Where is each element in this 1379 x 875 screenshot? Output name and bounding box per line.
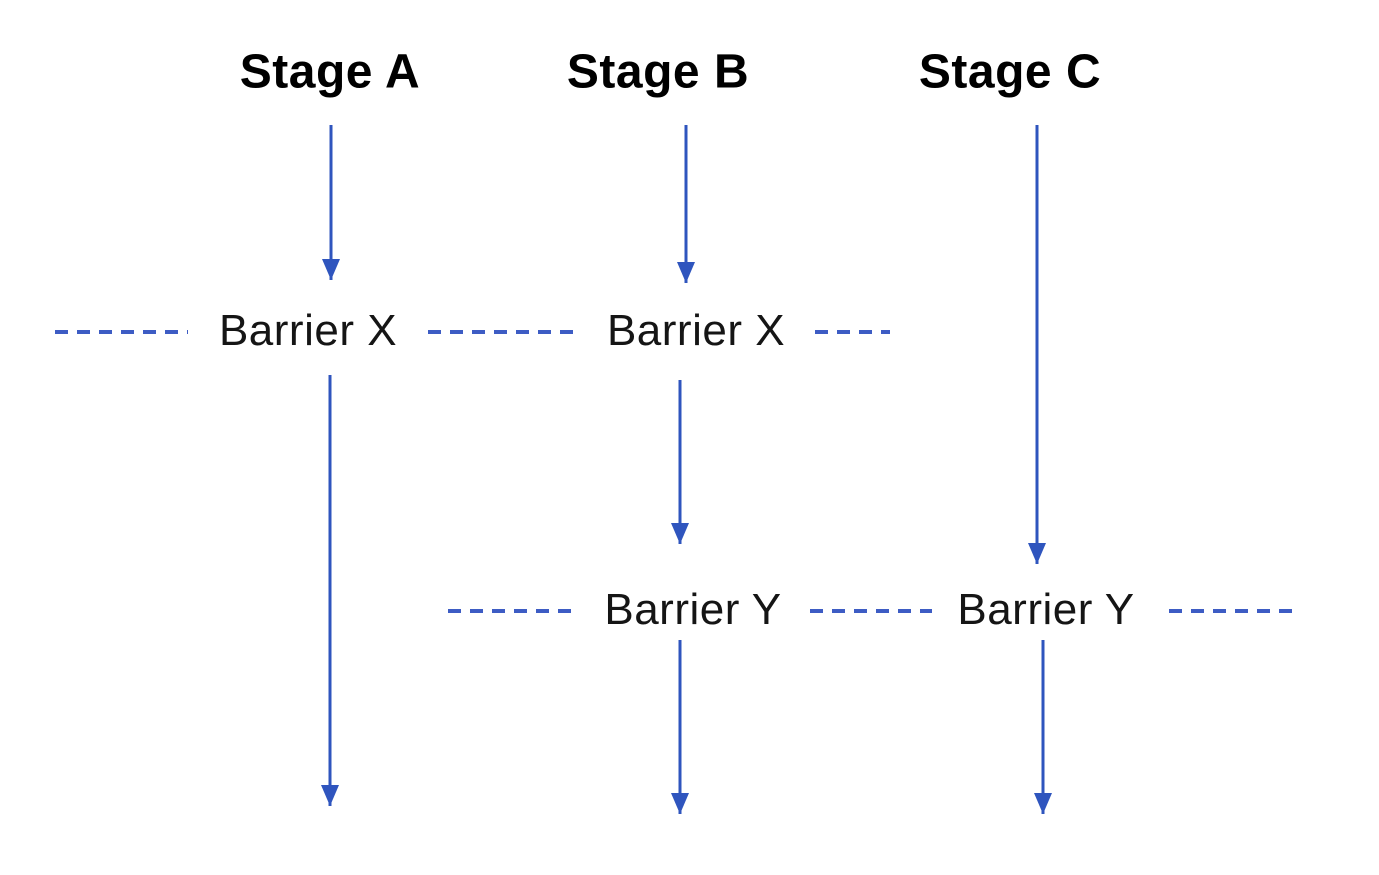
barrier-x-label-2: Barrier X: [606, 306, 786, 355]
stage-a-label: Stage A: [239, 45, 421, 99]
stage-b-label: Stage B: [566, 45, 750, 99]
stage-c-label: Stage C: [918, 45, 1102, 99]
barrier-y-label-2: Barrier Y: [957, 585, 1135, 634]
barrier-y-label-1: Barrier Y: [604, 585, 782, 634]
barrier-x-label-1: Barrier X: [218, 306, 398, 355]
